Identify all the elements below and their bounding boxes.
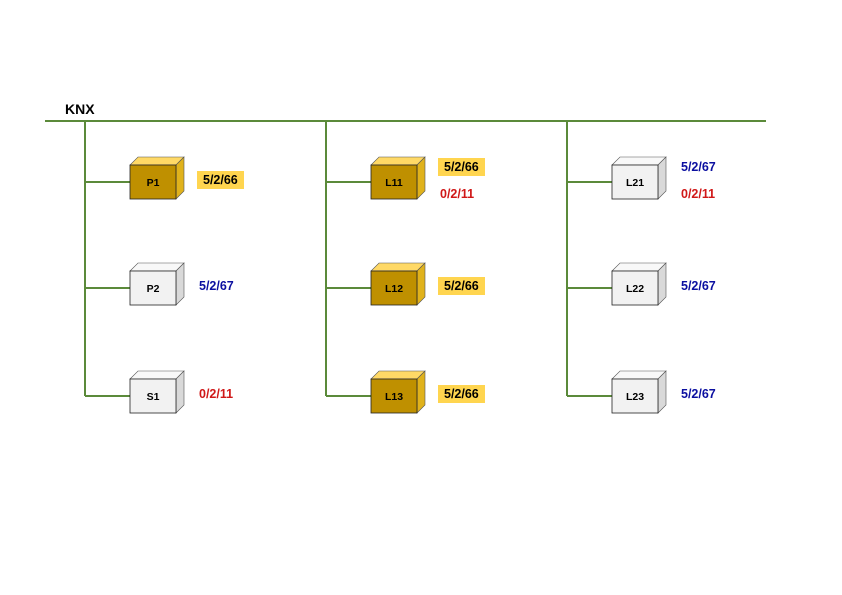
device-p2[interactable]: P2 [129,262,185,306]
device-box-front [129,164,177,200]
group-address-red: 0/2/11 [681,187,716,201]
device-box-front [370,270,418,306]
device-box-top [129,156,185,166]
device-l23[interactable]: L23 [611,370,667,414]
device-box-front [611,164,659,200]
group-address-red: 0/2/11 [199,387,234,401]
device-box-front [129,270,177,306]
device-label: L13 [385,391,403,403]
device-label: S1 [147,391,160,403]
device-box-top [611,156,667,166]
device-l11[interactable]: L11 [370,156,426,200]
device-box-front [370,378,418,414]
group-address-highlight: 5/2/66 [438,158,485,176]
group-address-red: 0/2/11 [440,187,475,201]
device-box-top [129,262,185,272]
device-box-top [370,156,426,166]
device-label: L12 [385,283,403,295]
device-box-top [611,370,667,380]
device-box-top [370,370,426,380]
device-l13[interactable]: L13 [370,370,426,414]
device-label: P2 [147,283,160,295]
device-box-front [129,378,177,414]
device-box-front [611,270,659,306]
device-label: L23 [626,391,644,403]
device-box-top [611,262,667,272]
device-s1[interactable]: S1 [129,370,185,414]
device-box-front [370,164,418,200]
device-l21[interactable]: L21 [611,156,667,200]
device-l22[interactable]: L22 [611,262,667,306]
device-box-front [611,378,659,414]
device-l12[interactable]: L12 [370,262,426,306]
device-label: P1 [147,177,160,189]
device-label: L22 [626,283,644,295]
group-address-highlight: 5/2/66 [197,171,244,189]
group-address-blue: 5/2/67 [681,160,716,174]
group-address-blue: 5/2/67 [199,279,234,293]
device-label: L21 [626,177,644,189]
bus-title: KNX [65,101,95,117]
group-address-blue: 5/2/67 [681,387,716,401]
group-address-highlight: 5/2/66 [438,277,485,295]
device-box-top [129,370,185,380]
device-label: L11 [385,177,403,189]
device-p1[interactable]: P1 [129,156,185,200]
group-address-blue: 5/2/67 [681,279,716,293]
group-address-highlight: 5/2/66 [438,385,485,403]
device-box-top [370,262,426,272]
